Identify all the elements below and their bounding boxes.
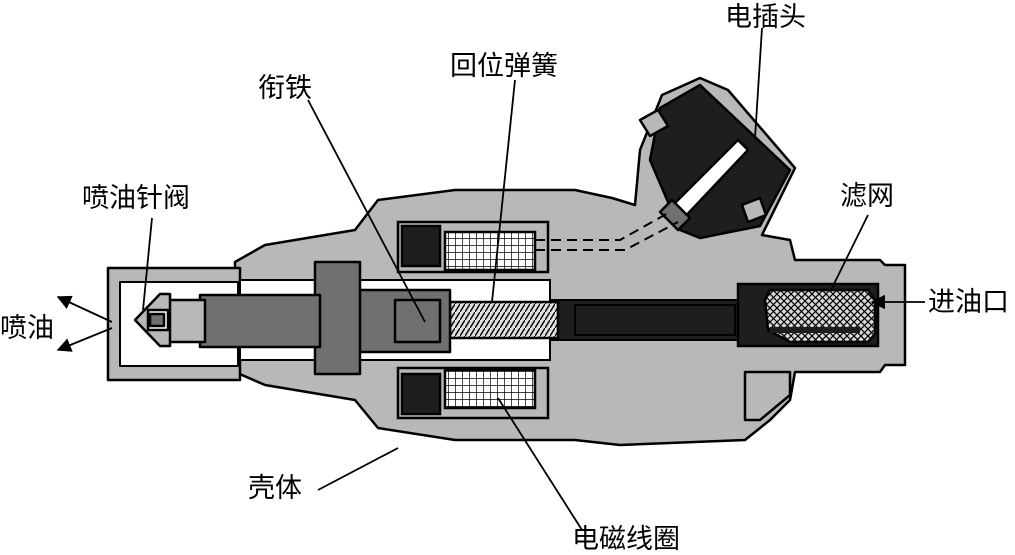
label-spring: 回位弹簧: [450, 51, 558, 82]
return-spring: [448, 300, 560, 340]
label-filter: 滤网: [840, 181, 894, 212]
filter-screen: [736, 282, 880, 348]
armature-needle-assembly: [133, 260, 452, 376]
label-inlet: 进油口: [928, 287, 1009, 318]
label-spray: 喷油: [0, 313, 54, 344]
label-coil: 电磁线圈: [572, 524, 680, 555]
spray-arrow-up: [56, 295, 113, 323]
electrical-plug: [638, 83, 792, 240]
leader-lines: [142, 27, 869, 531]
leader-filter: [829, 214, 869, 293]
leader-spring: [491, 79, 516, 303]
leader-housing: [317, 447, 399, 491]
leader-plug: [754, 27, 763, 139]
leader-needle: [142, 217, 153, 311]
label-plug: 电插头: [725, 2, 806, 33]
coil-wires: [535, 211, 679, 251]
leader-coil: [497, 397, 583, 531]
label-needle-valve: 喷油针阀: [82, 183, 190, 214]
leader-armature: [307, 99, 426, 323]
label-armature: 衔铁: [258, 73, 312, 104]
spray-arrows: [56, 295, 113, 352]
label-housing: 壳体: [248, 473, 302, 504]
solenoid-coil: [396, 220, 550, 420]
spray-arrow-down: [56, 327, 113, 352]
